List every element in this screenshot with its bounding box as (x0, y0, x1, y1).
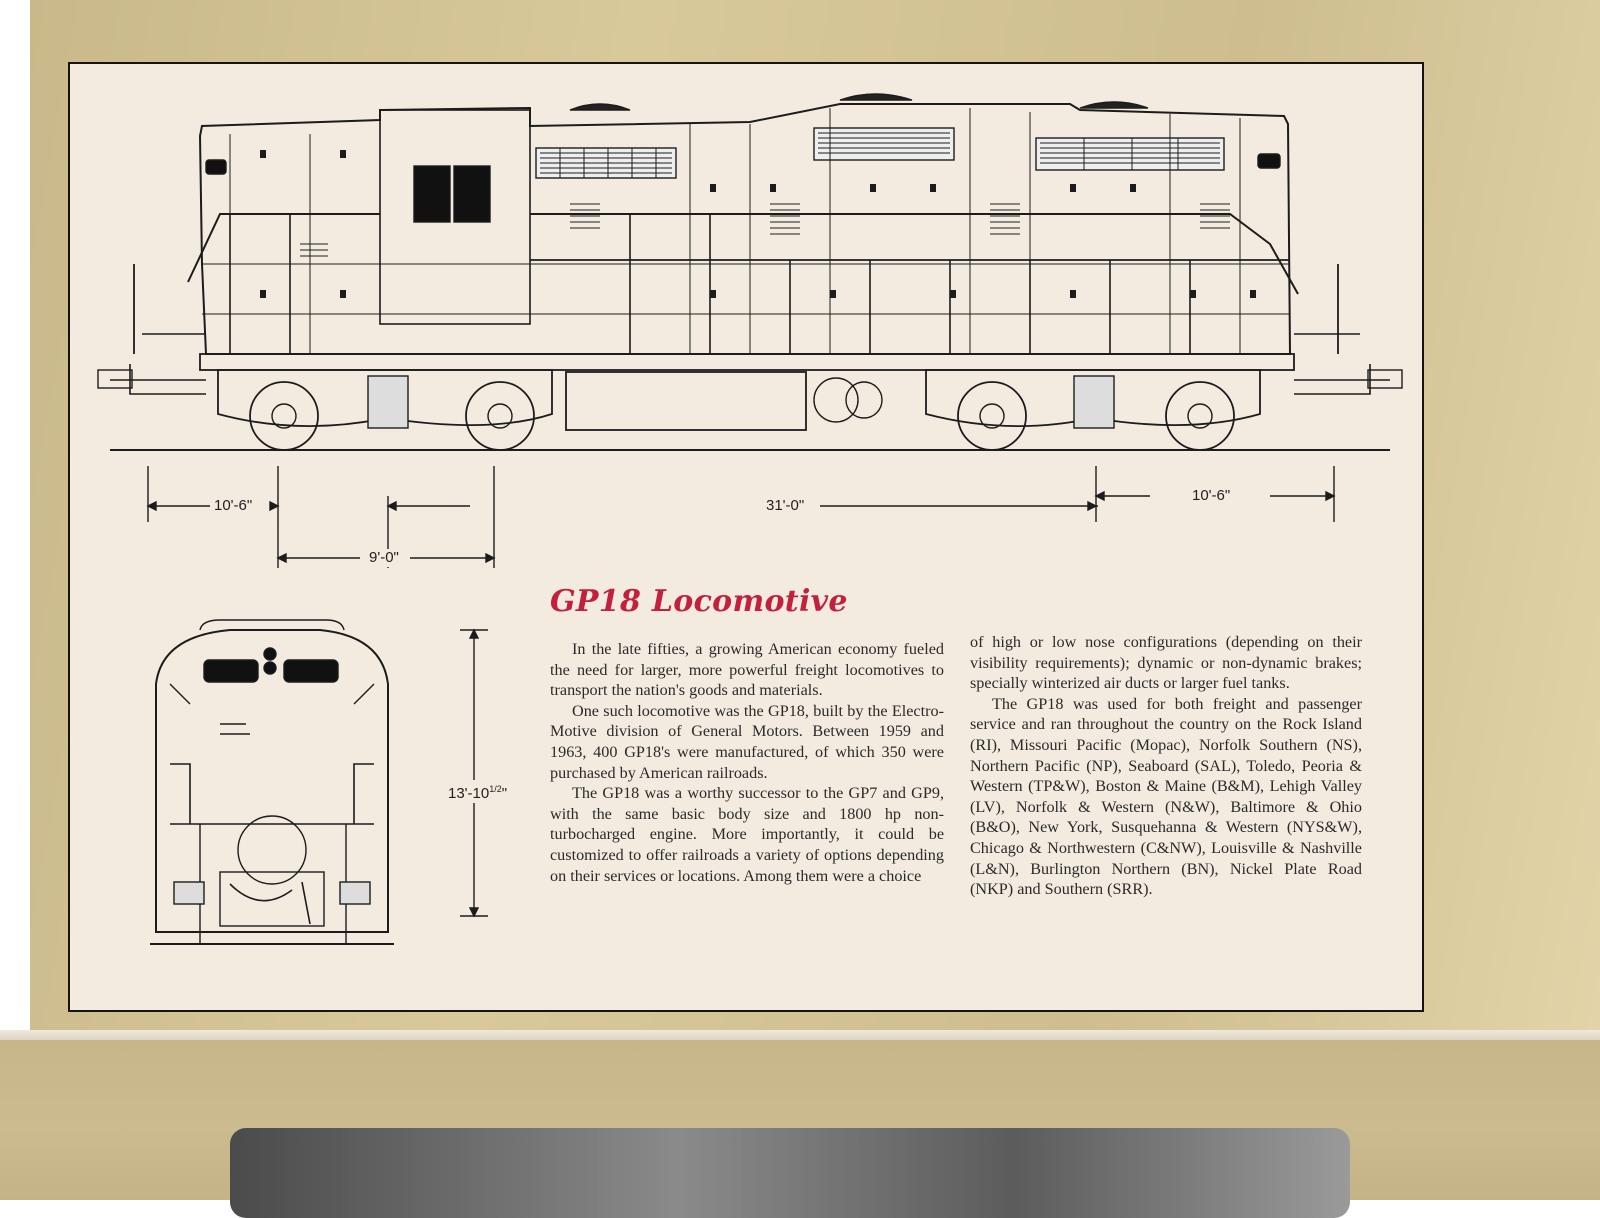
dimension-lines (146, 466, 1336, 918)
text-column-left: In the late fifties, a growing American … (550, 639, 944, 886)
dimension-truck-wheelbase: 9'-0" (365, 549, 403, 567)
info-card: 10'-6" 9'-0" 31'-0" 10'-6" 13'-101/2" GP… (68, 62, 1424, 1012)
paragraph: of high or low nose configurations (depe… (970, 633, 1362, 693)
paragraph: In the late fifties, a growing American … (550, 640, 944, 700)
text-column-right: of high or low nose configurations (depe… (970, 632, 1362, 900)
dimension-front-truck: 10'-6" (210, 497, 257, 515)
front-truck (217, 369, 553, 451)
paragraph: One such locomotive was the GP18, built … (550, 701, 944, 782)
page-title: GP18 Locomotive (550, 584, 848, 619)
dimension-rear-truck: 10'-6" (1188, 487, 1235, 505)
dimension-height: 13'-101/2" (444, 780, 512, 803)
paragraph: The GP18 was a worthy successor to the G… (550, 784, 944, 885)
front-elevation (150, 619, 394, 945)
rear-truck (925, 369, 1261, 451)
paragraph: The GP18 was used for both freight and p… (970, 694, 1362, 899)
dimension-truck-centers: 31'-0" (762, 497, 809, 515)
locomotive-drawing (97, 93, 1403, 945)
side-elevation (97, 93, 1403, 451)
box-window (230, 1128, 1350, 1218)
